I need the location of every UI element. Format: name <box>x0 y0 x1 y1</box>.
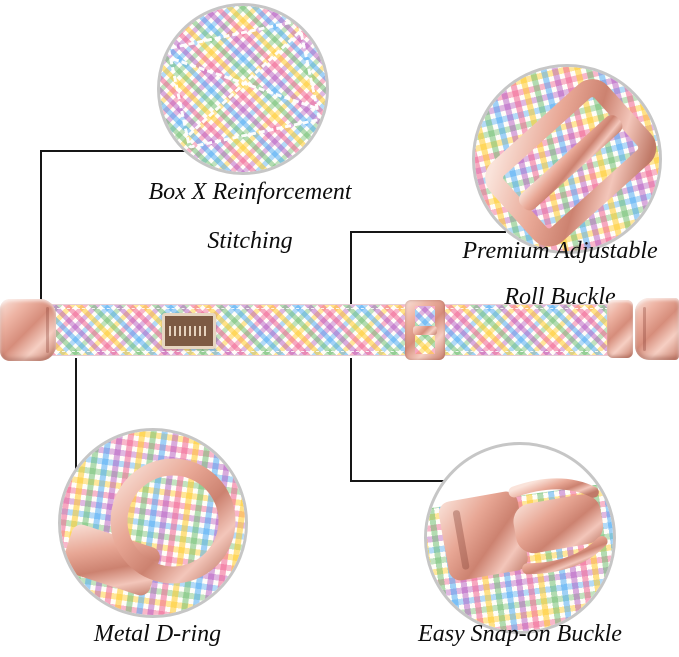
stitching-caption-line1: Box X Reinforcement <box>148 179 352 205</box>
stitching-caption-line2: Stitching <box>207 228 293 254</box>
stitching-caption: Box X Reinforcement Stitching <box>105 168 395 266</box>
brand-label-tag <box>162 313 216 349</box>
callout-line-adjustable-horizontal <box>350 231 506 233</box>
collar-adjuster-bar-icon <box>607 300 633 358</box>
roll-buckle-icon <box>485 79 657 247</box>
plaid-fabric-swatch <box>160 6 326 172</box>
callout-circle-roll-buckle <box>472 64 662 254</box>
callout-line-stitching-horizontal <box>40 150 185 152</box>
callout-line-dring-vertical <box>75 358 77 470</box>
collar-strap <box>48 304 612 356</box>
collar-buckle-male-icon <box>635 298 679 360</box>
callout-line-snap-vertical <box>350 358 352 482</box>
callout-line-stitching-vertical <box>40 150 42 304</box>
dring-caption: Metal D-ring <box>40 610 275 657</box>
callout-circle-stitching <box>157 3 329 175</box>
callout-line-snap-horizontal <box>350 480 446 482</box>
callout-line-adjustable-vertical <box>350 231 352 304</box>
collar-tri-glide-slider-icon <box>405 300 445 360</box>
callout-circle-snap-buckle <box>424 442 616 634</box>
snap-caption-label: Easy Snap-on Buckle <box>418 621 622 647</box>
snap-caption: Easy Snap-on Buckle <box>365 610 675 657</box>
d-ring-icon <box>62 458 236 596</box>
collar-buckle-female-icon <box>0 299 56 361</box>
dring-caption-label: Metal D-ring <box>93 621 222 647</box>
adjustable-caption-line1: Premium Adjustable <box>462 238 658 264</box>
snap-buckle-icon <box>438 478 608 581</box>
callout-circle-d-ring <box>58 428 248 618</box>
